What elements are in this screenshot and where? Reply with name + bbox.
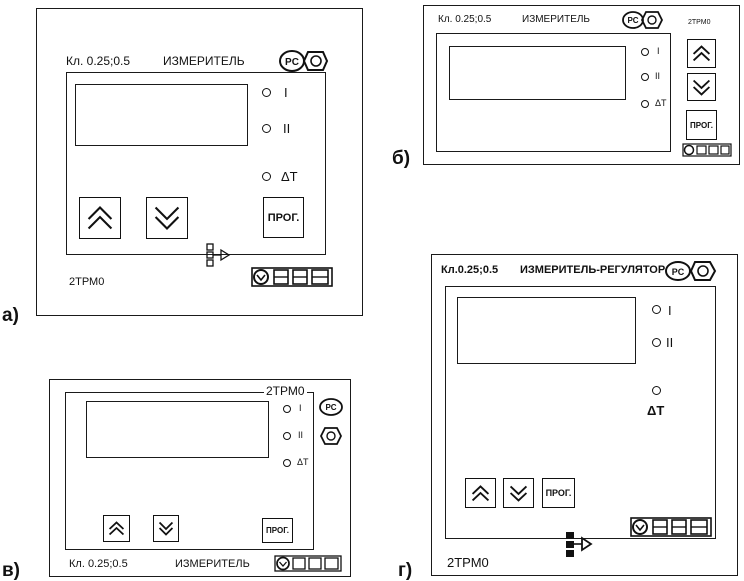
panel-b-led-3 bbox=[641, 100, 649, 108]
panel-a-led-1-label: I bbox=[284, 85, 288, 100]
panel-a-down-button[interactable] bbox=[146, 197, 188, 239]
arrow-down-icon bbox=[154, 206, 180, 230]
arrow-up-icon bbox=[108, 521, 125, 536]
panel-a-led-3-label: ΔТ bbox=[281, 169, 298, 184]
rst-cert-icon: PC bbox=[279, 50, 329, 72]
sensor-connector-icon bbox=[566, 532, 593, 557]
arrow-up-icon bbox=[471, 485, 490, 502]
panel-a-up-button[interactable] bbox=[79, 197, 121, 239]
panel-v-led-2-label: II bbox=[298, 430, 304, 440]
arrow-down-icon bbox=[509, 485, 528, 502]
panel-v-name: ИЗМЕРИТЕЛЬ bbox=[175, 558, 250, 570]
panel-v-down-button[interactable] bbox=[153, 515, 179, 542]
panel-a-letter: а) bbox=[2, 305, 19, 326]
panel-a-led-2 bbox=[262, 124, 271, 133]
panel-g-led-2 bbox=[652, 338, 661, 347]
arrow-down-icon bbox=[692, 79, 711, 96]
panel-a-led-1 bbox=[262, 88, 271, 97]
panel-v-up-button[interactable] bbox=[103, 515, 130, 542]
panel-v-led-3-label: ΔТ bbox=[297, 457, 309, 467]
panel-b-letter: б) bbox=[392, 148, 411, 169]
panel-a-prog-button[interactable]: ПРОГ. bbox=[263, 197, 304, 238]
panel-g-name: ИЗМЕРИТЕЛЬ-РЕГУЛЯТОР bbox=[520, 264, 666, 276]
panel-a-led-2-label: II bbox=[283, 121, 291, 136]
panel-a-display bbox=[75, 84, 248, 146]
svg-text:PC: PC bbox=[285, 57, 299, 68]
panel-b-display bbox=[449, 46, 626, 100]
panel-b-led-1-label: I bbox=[657, 46, 660, 56]
panel-g-led-3-label: ΔТ bbox=[647, 403, 665, 418]
panel-a-name: ИЗМЕРИТЕЛЬ bbox=[163, 54, 245, 68]
panel-g-down-button[interactable] bbox=[503, 478, 534, 508]
panel-g-accuracy: Кл.0.25;0.5 bbox=[441, 264, 499, 276]
svg-text:PC: PC bbox=[325, 403, 336, 412]
panel-b-model: 2ТРМ0 bbox=[688, 19, 711, 26]
svg-text:PC: PC bbox=[627, 16, 638, 25]
panel-g-display bbox=[457, 297, 636, 364]
panel-b-led-2-label: II bbox=[655, 71, 661, 81]
panel-g-led-2-label: II bbox=[666, 335, 674, 350]
panel-b-prog-button[interactable]: ПРОГ. bbox=[686, 110, 717, 140]
arrow-up-icon bbox=[87, 206, 113, 230]
panel-g-letter: г) bbox=[398, 560, 413, 581]
panel-g-led-1 bbox=[652, 305, 661, 314]
svg-text:PC: PC bbox=[672, 267, 685, 277]
panel-v-letter: в) bbox=[2, 560, 21, 581]
arrow-down-icon bbox=[158, 521, 174, 536]
owen-logo bbox=[630, 517, 712, 537]
panel-v-prog-button[interactable]: ПРОГ. bbox=[262, 518, 293, 543]
panel-g-prog-button[interactable]: ПРОГ. bbox=[542, 478, 575, 508]
panel-v-led-3 bbox=[283, 459, 291, 467]
gost-cert-icon bbox=[320, 427, 342, 445]
panel-b-accuracy: Кл. 0.25;0.5 bbox=[438, 14, 492, 25]
rst-cert-icon: PC bbox=[319, 398, 343, 416]
panel-g-led-3 bbox=[652, 386, 661, 395]
panel-b-up-button[interactable] bbox=[687, 39, 716, 68]
panel-g-model: 2ТРМ0 bbox=[447, 555, 489, 570]
panel-v-accuracy: Кл. 0.25;0.5 bbox=[69, 558, 128, 570]
panel-b-led-2 bbox=[641, 73, 649, 81]
panel-b-down-button[interactable] bbox=[687, 73, 716, 101]
panel-g-up-button[interactable] bbox=[465, 478, 496, 508]
panel-a-led-3 bbox=[262, 172, 271, 181]
panel-a-model: 2ТРМ0 bbox=[69, 276, 105, 288]
owen-logo bbox=[251, 267, 333, 287]
owen-logo bbox=[274, 555, 342, 572]
owen-logo bbox=[682, 143, 732, 157]
panel-a-accuracy: Кл. 0.25;0.5 bbox=[66, 54, 131, 68]
panel-v-led-2 bbox=[283, 432, 291, 440]
arrow-up-icon bbox=[692, 45, 711, 62]
sensor-connector-icon bbox=[206, 243, 231, 267]
panel-v-model: 2ТРМ0 bbox=[264, 384, 307, 398]
panel-b-led-3-label: ΔТ bbox=[655, 98, 667, 108]
panel-v-led-1 bbox=[283, 405, 291, 413]
rst-cert-icon: PC bbox=[665, 261, 717, 281]
panel-v-led-1-label: I bbox=[299, 403, 302, 413]
panel-b-led-1 bbox=[641, 48, 649, 56]
panel-b-name: ИЗМЕРИТЕЛЬ bbox=[522, 14, 590, 25]
panel-g-led-1-label: I bbox=[668, 303, 672, 318]
rst-cert-icon: PC bbox=[622, 11, 664, 29]
panel-v-display bbox=[86, 401, 269, 458]
